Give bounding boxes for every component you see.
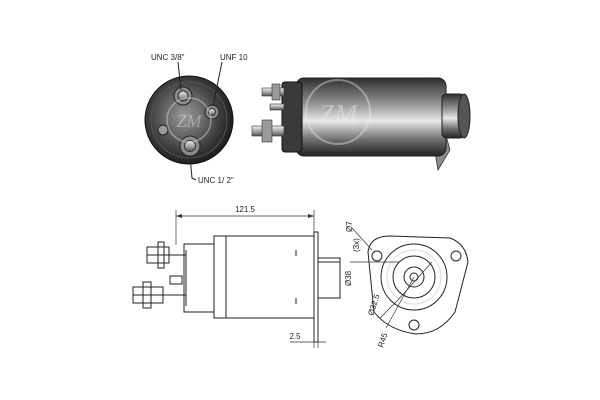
label-unc-3-8: UNC 3/8": [151, 53, 185, 62]
dim-nose-diameter: Ø38: [344, 270, 353, 286]
drawing-body: [213, 235, 315, 319]
dim-hole-diameter: Ø7: [345, 221, 354, 232]
end-cap-photo: ZM: [144, 75, 234, 165]
leader-unf-10: [212, 61, 223, 107]
leader-unc-3-8: [177, 61, 182, 91]
solenoid-photo: ZM: [251, 77, 471, 172]
photo-terminal-mid: [269, 103, 285, 111]
terminal-right: [204, 104, 220, 120]
mount-hole-2: [450, 250, 462, 262]
dim-hole-count: (3x): [352, 238, 361, 252]
drawing-cap: [183, 243, 215, 313]
dim-flange-gap: 2.5: [289, 332, 301, 341]
front-flange-outline: [367, 235, 469, 335]
side-view-drawing: 121.5 2.5: [132, 205, 341, 348]
watermark-logo-small: ZM: [166, 97, 212, 143]
label-unf-10: UNF 10: [220, 53, 248, 62]
svg-text:ZM: ZM: [176, 111, 202, 131]
photo-terminal-top: [261, 83, 285, 101]
dim-overall-length: 121.5: [235, 205, 256, 214]
terminal-left: [157, 124, 169, 136]
nose-end: [457, 93, 471, 139]
front-view-drawing: Ø7 (3x) Ø38 Ø32.5 R45: [344, 221, 469, 349]
watermark-logo-front: [386, 249, 442, 305]
photo-callouts: UNC 3/8" UNF 10 UNC 1/ 2": [151, 53, 248, 185]
watermark-logo-large: ZM: [305, 79, 371, 145]
front-body-circle: [380, 243, 448, 311]
front-nose-circle: [392, 255, 436, 299]
leader-unc-1-2: [189, 155, 197, 181]
label-unc-1-2: UNC 1/ 2": [198, 176, 234, 185]
drawing-nose: [317, 257, 341, 299]
solenoid-cap: [281, 81, 303, 153]
dim-flange-radius: R45: [376, 331, 389, 348]
terminal-top: [173, 86, 193, 106]
svg-text:ZM: ZM: [319, 100, 360, 131]
drawing-terminals: [132, 241, 186, 309]
drawing-flange: [313, 231, 319, 343]
mount-hole-3: [408, 319, 420, 331]
terminal-bottom: [179, 135, 201, 157]
dim-bolt-circle: Ø32.5: [366, 293, 381, 317]
photo-terminal-bottom: [251, 119, 285, 143]
mount-hole-1: [371, 250, 383, 262]
front-plunger-circle: [403, 266, 425, 288]
